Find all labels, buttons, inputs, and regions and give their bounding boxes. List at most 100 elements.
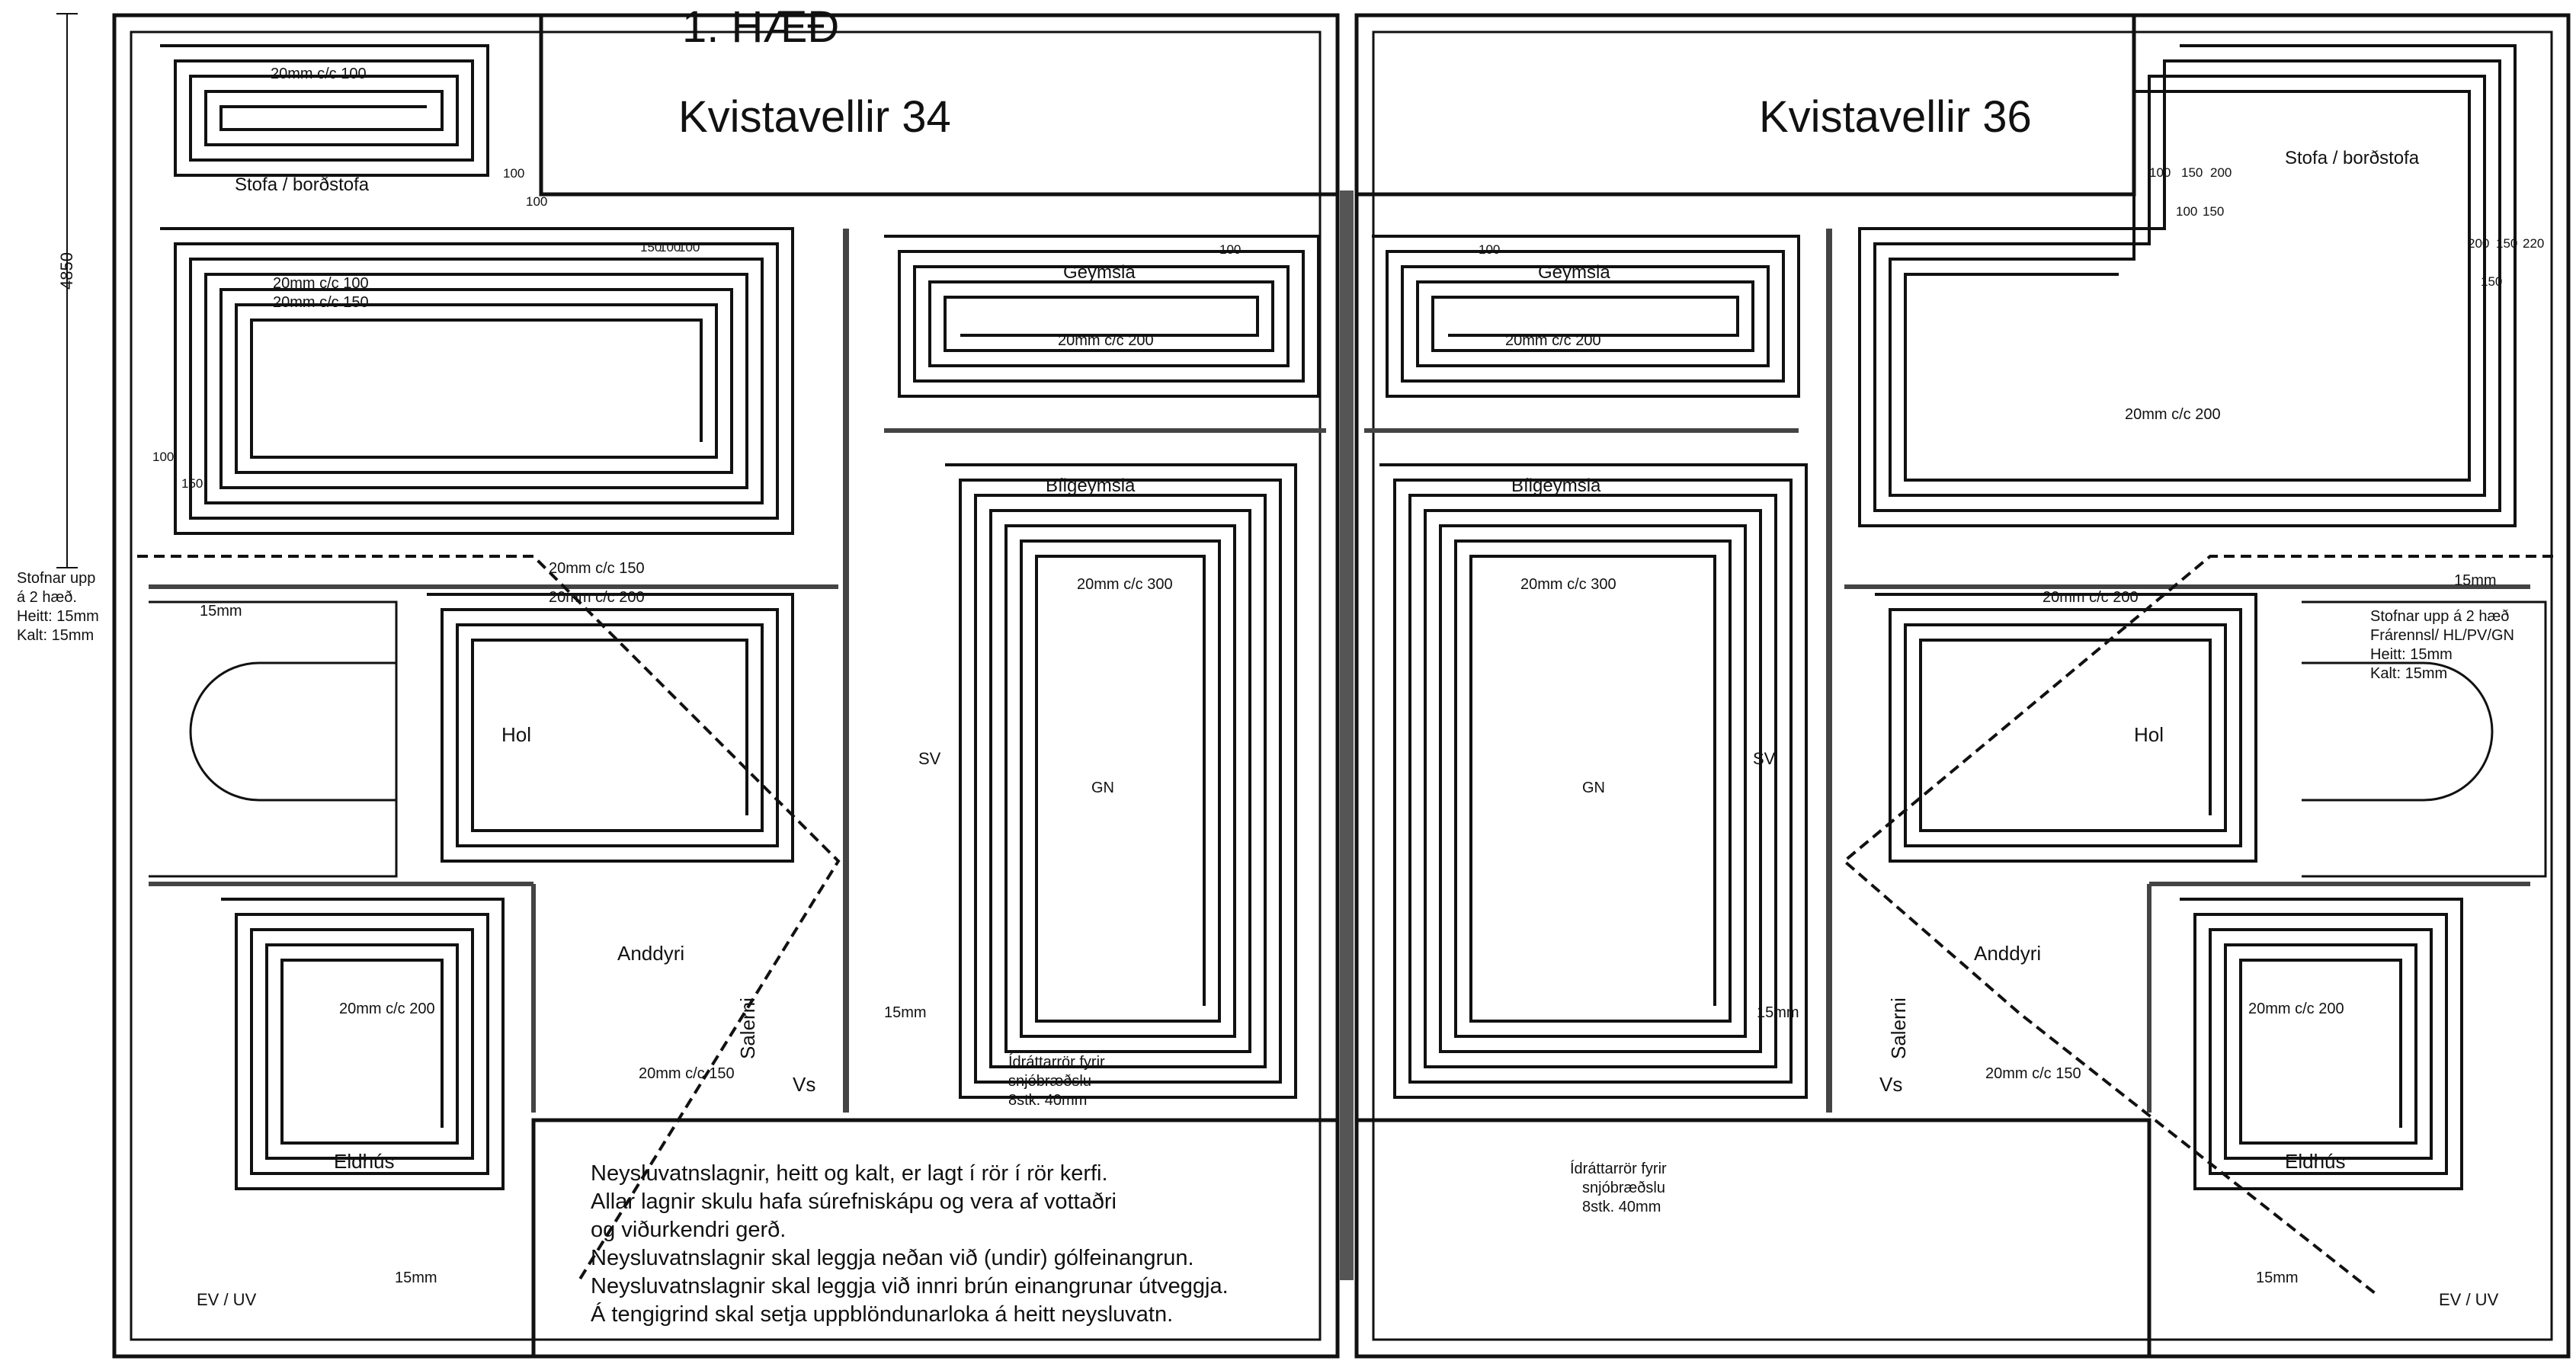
- room-hol-right: Hol: [2134, 723, 2164, 746]
- pipe-label: 15mm: [1757, 1004, 1799, 1021]
- dim-left-1: 100: [152, 450, 174, 464]
- stofnar-left-4: Kalt: 15mm: [17, 627, 94, 644]
- stofnar-right-1: Stofnar upp á 2 hæð: [2370, 608, 2509, 625]
- notch-left: [539, 15, 1338, 197]
- idrattar-right-1: Ídráttarrör fyrir: [1570, 1160, 1667, 1177]
- loop-living-left: [160, 227, 794, 535]
- room-geymsla-right: Geymsla: [1538, 262, 1610, 283]
- label-ev-uv-left: EV / UV: [197, 1290, 257, 1309]
- dim-right-9: 150: [2481, 274, 2502, 289]
- pipe-label: 20mm c/c 150: [549, 560, 645, 577]
- general-notes: Neysluvatnslagnir, heitt og kalt, er lag…: [591, 1160, 1229, 1329]
- wall-outline-right: [1354, 13, 2571, 1359]
- pipe-label: 20mm c/c 300: [1520, 576, 1616, 593]
- note-line-4: Neysluvatnslagnir skal leggja neðan við …: [591, 1246, 1194, 1270]
- stofnar-left-2: á 2 hæð.: [17, 589, 77, 606]
- stofnar-left-3: Heitt: 15mm: [17, 608, 99, 625]
- building-title-right: Kvistavellir 36: [1759, 92, 2032, 142]
- room-salerni-right: Salerni: [1887, 997, 1910, 1059]
- loop-hol-right: [1875, 593, 2257, 863]
- dim-left-5: 100: [1219, 242, 1241, 257]
- room-geymsla-left: Geymsla: [1063, 262, 1136, 283]
- supply-line-right: [1841, 555, 2553, 1297]
- room-hol-left: Hol: [501, 723, 531, 746]
- pipe-label: 15mm: [884, 1004, 927, 1021]
- loop-hol-left: [427, 593, 794, 863]
- idrattar-left-1: Ídráttarrör fyrir: [1008, 1053, 1105, 1071]
- pipe-label: 20mm c/c 150: [273, 294, 369, 311]
- dim-left-6: 150: [640, 240, 662, 255]
- room-anddyri-left: Anddyri: [617, 942, 684, 965]
- note-line-3: og viðurkendri gerð.: [591, 1218, 787, 1242]
- room-anddyri-right: Anddyri: [1974, 942, 2041, 965]
- dim-right-4: 100: [2176, 204, 2197, 219]
- label-sv-right: SV: [1753, 749, 1776, 768]
- dim-left-4: 100: [526, 194, 547, 209]
- idrattar-right-3: 8stk. 40mm: [1582, 1199, 1661, 1215]
- note-line-2: Allar lagnir skulu hafa súrefniskápu og …: [591, 1189, 1117, 1214]
- room-vs-left: Vs: [793, 1073, 815, 1096]
- dim-left-3: 100: [503, 166, 524, 181]
- pipe-label: 20mm c/c 150: [639, 1065, 735, 1082]
- dim-right-8: 220: [2523, 236, 2544, 251]
- dim-right-5: 150: [2203, 204, 2224, 219]
- label-gn-left: GN: [1091, 780, 1114, 796]
- loop-bilgeymsla-left: [945, 463, 1297, 1099]
- wall-inner-left: [130, 30, 1322, 1341]
- pipe-label: 15mm: [395, 1270, 437, 1286]
- note-line-1: Neysluvatnslagnir, heitt og kalt, er lag…: [591, 1161, 1108, 1186]
- room-stofa-right: Stofa / borðstofa: [2285, 148, 2420, 168]
- room-bilgeymsla-left: Bílgeymsla: [1046, 475, 1136, 496]
- pipe-label: 20mm c/c 200: [2043, 589, 2139, 606]
- bottom-notch-right: [1357, 1118, 2151, 1356]
- dim-right-7: 150: [2496, 236, 2517, 251]
- loop-bilgeymsla-right: [1379, 463, 1808, 1099]
- pipe-label: 15mm: [2454, 572, 2497, 589]
- loop-eldhus-right: [2180, 898, 2463, 1190]
- dim-left-8: 100: [678, 240, 700, 255]
- room-eldhus-right: Eldhús: [2285, 1150, 2346, 1173]
- wall-inner-right: [1372, 30, 2553, 1341]
- pipe-label: 20mm c/c 100: [273, 275, 369, 292]
- stairs-right: [2302, 600, 2547, 878]
- idrattar-left-3: 8stk. 40mm: [1008, 1092, 1087, 1109]
- floor-title: 1. HÆÐ: [682, 2, 840, 52]
- pipe-label: 20mm c/c 300: [1077, 576, 1173, 593]
- label-sv-left: SV: [918, 749, 941, 768]
- dim-right-1: 100: [2149, 165, 2171, 180]
- stofnar-left-1: Stofnar upp: [17, 570, 95, 587]
- dim-right-6: 200: [2468, 236, 2489, 251]
- pipe-label: 15mm: [200, 603, 242, 620]
- bottom-notch-left: [531, 1118, 1338, 1356]
- pipe-label: 20mm c/c 200: [1058, 332, 1154, 349]
- dim-right-3: 200: [2210, 165, 2232, 180]
- note-line-5: Neysluvatnslagnir skal leggja við innri …: [591, 1274, 1229, 1298]
- stofnar-right-3: Heitt: 15mm: [2370, 646, 2453, 663]
- label-gn-right: GN: [1582, 780, 1605, 796]
- pipe-label: 20mm c/c 100: [271, 66, 367, 82]
- dim-right-10: 100: [1479, 242, 1500, 257]
- dim-left-7: 100: [659, 240, 681, 255]
- pipe-label: 15mm: [2256, 1270, 2299, 1286]
- building-title-left: Kvistavellir 34: [678, 92, 951, 142]
- loop-geymsla-right: [1372, 235, 1800, 398]
- dim-right-2: 150: [2181, 165, 2203, 180]
- supply-line-left: [137, 555, 841, 1282]
- loop-stofa-left: [160, 44, 489, 177]
- pipe-label: 20mm c/c 150: [1985, 1065, 2081, 1082]
- room-eldhus-left: Eldhús: [334, 1150, 395, 1173]
- room-vs-right: Vs: [1879, 1073, 1902, 1096]
- room-salerni-left: Salerni: [736, 997, 759, 1059]
- stairs-left: [149, 600, 398, 878]
- pipe-label: 20mm c/c 200: [549, 589, 645, 606]
- note-line-6: Á tengigrind skal setja uppblöndunarloka…: [591, 1302, 1174, 1327]
- pipe-label: 20mm c/c 200: [339, 1001, 435, 1017]
- wall-outline-left: [112, 13, 1340, 1359]
- loop-stofa-right: [1858, 44, 2517, 527]
- dim-left-2: 150: [181, 476, 203, 491]
- label-ev-uv-right: EV / UV: [2439, 1290, 2499, 1309]
- stofnar-right-2: Frárennsl/ HL/PV/GN: [2370, 627, 2514, 644]
- idrattar-right-2: snjóbræðslu: [1582, 1180, 1665, 1196]
- stofnar-right-4: Kalt: 15mm: [2370, 665, 2447, 682]
